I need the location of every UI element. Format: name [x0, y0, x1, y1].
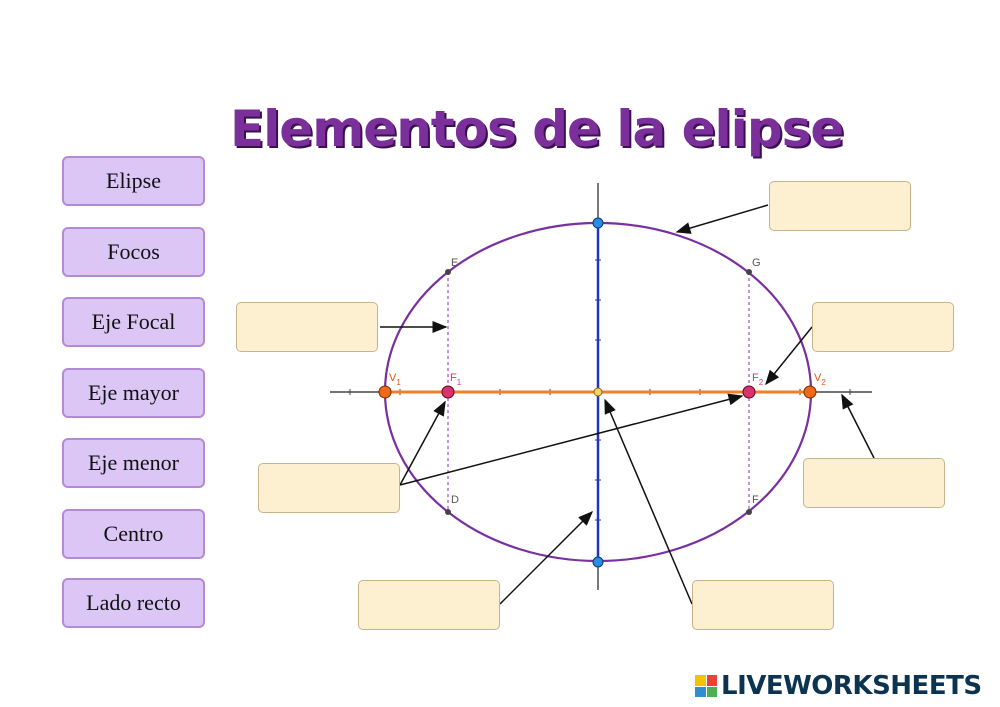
label-f2: F2 — [752, 372, 764, 387]
point-d — [445, 509, 451, 515]
word-tile-eje-focal[interactable]: Eje Focal — [62, 297, 205, 347]
drop-box-foci[interactable] — [258, 463, 400, 513]
page-title: Elementos de la elipse — [230, 100, 844, 158]
vertex-v1-point — [378, 385, 392, 399]
word-tile-focos[interactable]: Focos — [62, 227, 205, 277]
label-f1: F1 — [450, 372, 462, 387]
label-d: D — [451, 494, 459, 506]
focus-f2-point — [742, 385, 756, 399]
arrow-to-focus-f2-b — [399, 393, 744, 486]
label-v1: V1 — [389, 372, 401, 387]
drop-box-latus-rectum[interactable] — [236, 302, 378, 352]
arrow-to-minor-axis — [499, 510, 594, 605]
word-tile-eje-menor[interactable]: Eje menor — [62, 438, 205, 488]
arrow-to-ellipse — [675, 204, 769, 234]
arrow-to-center — [604, 398, 693, 605]
drop-box-focal-axis[interactable] — [803, 458, 945, 508]
focus-f1-point — [441, 385, 455, 399]
drop-box-minor-axis[interactable] — [358, 580, 500, 630]
liveworksheets-logo-icon — [695, 675, 717, 697]
drop-box-center[interactable] — [692, 580, 834, 630]
label-f: F — [752, 494, 759, 506]
drop-box-focus-right[interactable] — [812, 302, 954, 352]
brand-name: LIVEWORKSHEETS — [721, 671, 982, 701]
word-tile-lado-recto[interactable]: Lado recto — [62, 578, 205, 628]
point-f — [746, 509, 752, 515]
minor-vertex-bottom-point — [592, 556, 604, 568]
word-tile-eje-mayor[interactable]: Eje mayor — [62, 368, 205, 418]
liveworksheets-brand: LIVEWORKSHEETS — [695, 670, 982, 702]
label-g: G — [752, 257, 761, 269]
center-point — [593, 387, 603, 397]
word-tile-centro[interactable]: Centro — [62, 509, 205, 559]
label-v2: V2 — [814, 372, 826, 387]
arrow-to-focus-f2 — [765, 326, 813, 386]
drop-box-ellipse[interactable] — [769, 181, 911, 231]
vertex-v2-point — [803, 385, 817, 399]
word-tile-elipse[interactable]: Elipse — [62, 156, 205, 206]
arrow-to-focus-f1 — [399, 400, 446, 486]
point-g — [746, 269, 752, 275]
label-e: E — [451, 257, 458, 269]
minor-vertex-top-point — [592, 217, 604, 229]
arrow-to-focal-axis — [841, 393, 875, 459]
point-e — [445, 269, 451, 275]
